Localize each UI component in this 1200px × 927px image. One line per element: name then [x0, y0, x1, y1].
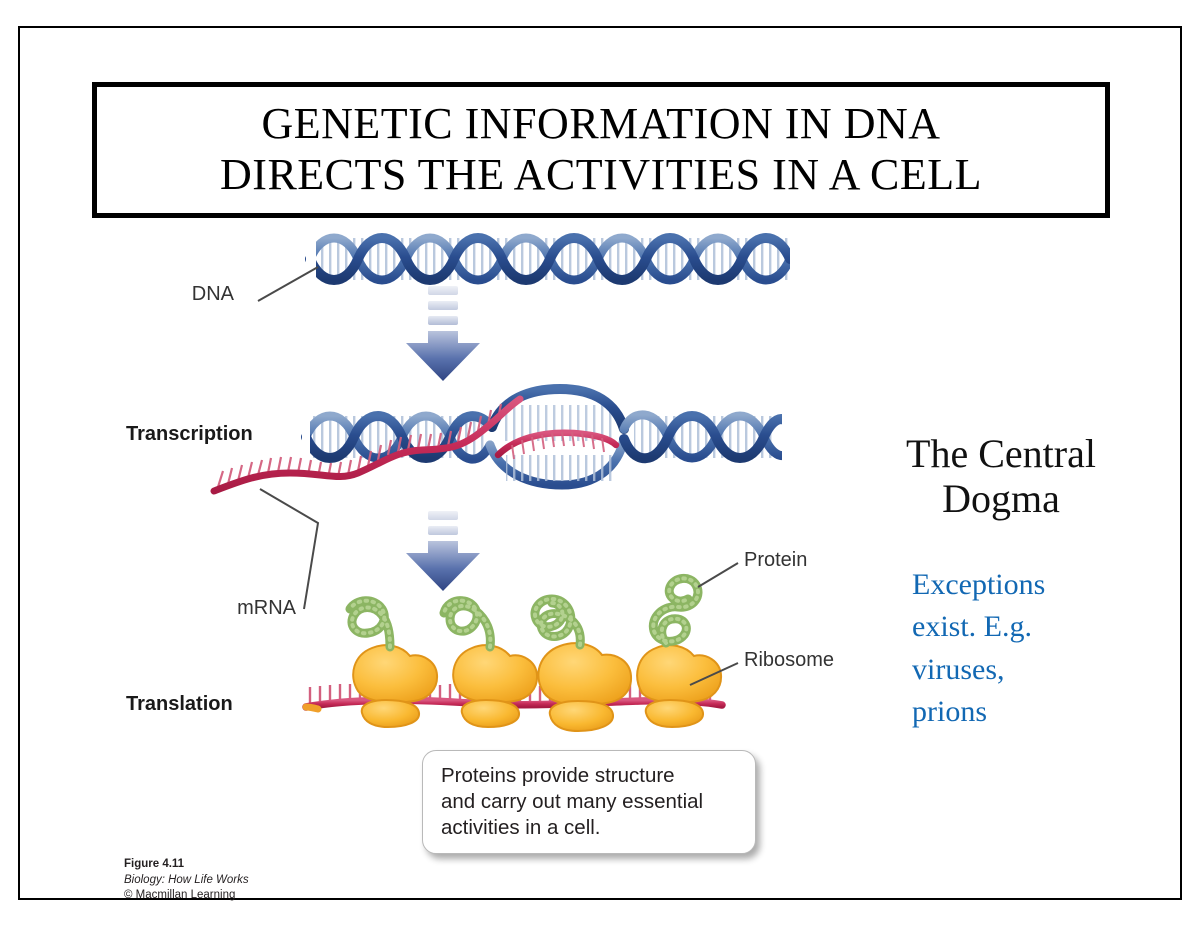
page-title-line-1: GENETIC INFORMATION IN DNA: [261, 99, 941, 149]
caption-line-1: Proteins provide structure: [441, 764, 675, 787]
protein-leader-line: [697, 562, 739, 588]
protein-chain-1: [345, 596, 395, 652]
translation-assembly: [302, 574, 726, 733]
slide-frame: GENETIC INFORMATION IN DNA DIRECTS THE A…: [18, 26, 1182, 901]
ribosome-1: [352, 644, 439, 729]
transcription-arrow: [406, 286, 480, 381]
label-transcription: Transcription: [126, 423, 253, 445]
label-ribosome: Ribosome: [744, 649, 835, 671]
caption-callout: Proteins provide structure and carry out…: [422, 750, 756, 854]
protein-chain-3: [530, 594, 585, 650]
label-dna: DNA: [191, 283, 234, 305]
figure-publisher: © Macmillan Learning: [124, 889, 236, 902]
exceptions-note: Exceptions exist. E.g. viruses, prions: [882, 564, 1120, 734]
slide-title-box: GENETIC INFORMATION IN DNA DIRECTS THE A…: [92, 82, 1110, 218]
mrna-transcript: [210, 395, 620, 495]
central-dogma-heading-line-1: The Central: [906, 431, 1096, 476]
protein-chain-2: [439, 596, 495, 652]
exceptions-note-line-4: prions: [912, 695, 987, 729]
exceptions-note-line-1: Exceptions: [912, 567, 1046, 601]
translation-arrow: [406, 511, 480, 591]
exceptions-note-line-3: viruses,: [912, 652, 1005, 686]
mrna-leader-line: [259, 488, 320, 610]
central-dogma-illustration: [210, 231, 802, 733]
ribosome-4: [636, 644, 723, 729]
transcription-bubble-helix: [301, 383, 794, 490]
figure-number: Figure 4.11: [124, 858, 185, 870]
label-mrna: mRNA: [237, 597, 296, 619]
label-protein: Protein: [744, 549, 808, 571]
right-text-column: The Central Dogma Exceptions exist. E.g.…: [882, 431, 1120, 734]
caption-line-2: and carry out many essential: [441, 790, 704, 814]
caption-line-3: activities in a cell.: [441, 816, 601, 840]
label-translation: Translation: [126, 693, 233, 715]
dna-double-helix-top: [305, 231, 802, 289]
figure-credit: Figure 4.11 Biology: How Life Works © Ma…: [124, 857, 384, 904]
page-title-line-2: DIRECTS THE ACTIVITIES IN A CELL: [220, 150, 982, 199]
dna-leader-line: [257, 266, 319, 302]
ribosome-2: [452, 644, 539, 729]
ribosome-leader-line: [689, 662, 739, 686]
exceptions-note-line-2: exist. E.g.: [912, 610, 1032, 644]
figure-book-title: Biology: How Life Works: [124, 873, 249, 886]
central-dogma-diagram: DNA Transcription mRNA Translation Prote…: [110, 223, 870, 923]
central-dogma-heading-line-2: Dogma: [942, 475, 1060, 521]
protein-chain-free: [648, 574, 703, 648]
ribosome-3: [537, 642, 633, 733]
